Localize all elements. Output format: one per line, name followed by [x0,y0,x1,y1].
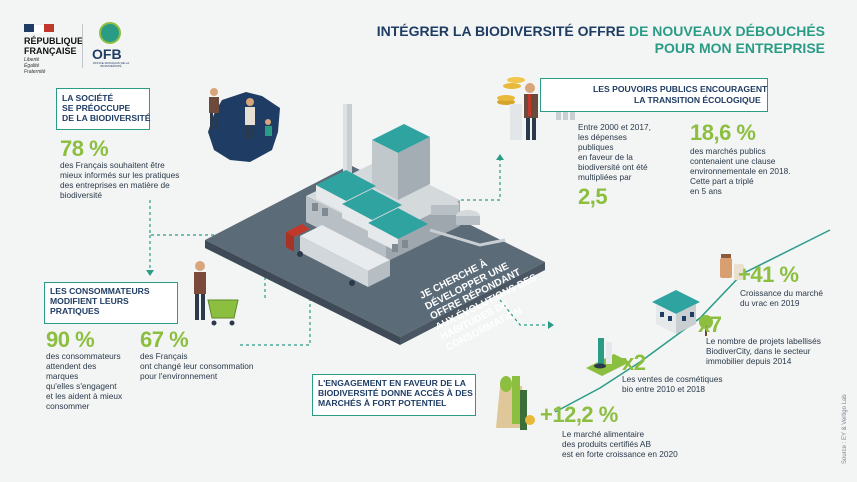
republic-line2: FRANÇAISE [24,46,77,56]
society-text-4: biodiversité [60,190,102,200]
consumers-stat2: 67 % [140,327,189,352]
pp-right-text-1: des marchés publics [690,146,766,156]
page-title-line1: INTÉGRER LA BIODIVERSITÉ OFFRE DE NOUVEA… [377,23,825,39]
house-icon [652,290,713,336]
growth-line [554,229,831,413]
pp-right-text-4: Cette part a triplé [690,176,754,186]
motto-liberte: Liberté [24,57,40,63]
consumers-text2-1: des Français [140,351,188,361]
cosmetics-icon [586,338,630,376]
public-powers-heading-1: LES POUVOIRS PUBLICS ENCOURAGENT [593,84,768,94]
shopper-cart-icon [194,261,239,326]
ofb-logo-text: OFB [92,46,122,62]
motto-fraternite: Fraternité [24,69,46,75]
cosmetics-text-1: Les ventes de cosmétiques [622,374,723,384]
source-note: Source : EY & Vertigo Lab [842,394,848,464]
organic-groceries-icon [496,376,535,430]
consumers-text1-6: consommer [46,401,90,411]
biodivercity-text-2: BiodiverCity, dans le secteur [706,346,811,356]
page-title-line2: POUR MON ENTREPRISE [654,40,825,56]
engagement-heading-3: MARCHÉS À FORT POTENTIEL [318,398,447,408]
biodivercity-stat: x7 [698,312,722,337]
society-stat: 78 % [60,136,109,161]
ofb-subtitle: OFFICE FRANÇAIS DE LA BIODIVERSITÉ [92,61,130,69]
bulk-jars-icon [720,254,744,280]
ab-text-1: Le marché alimentaire [562,429,645,439]
logo-divider [82,24,83,68]
society-text-2: mieux informés sur les pratiques [60,170,180,180]
pp-left-stat: 2,5 [578,184,608,209]
consumers-stat1: 90 % [46,327,95,352]
pp-left-text-2: les dépenses [578,132,627,142]
pp-right-text-2: contenaient une clause [690,156,776,166]
engagement-heading-1: L'ENGAGEMENT EN FAVEUR DE LA [318,378,466,388]
bulk-text-2: du vrac en 2019 [740,298,800,308]
bulk-text-1: Croissance du marché [740,288,824,298]
ab-text-2: des produits certifiés AB [562,439,652,449]
biodivercity-text-3: immobilier depuis 2014 [706,356,792,366]
cosmetics-text-2: bio entre 2010 et 2018 [622,384,706,394]
consumers-text1-3: marques [46,371,79,381]
biodivercity-text-1: Le nombre de projets labellisés [706,336,821,346]
pp-right-stat: 18,6 % [690,120,756,145]
society-text-3: des entreprises en matière de [60,180,170,190]
public-powers-heading-2: LA TRANSITION ÉCOLOGIQUE [634,95,761,105]
ab-stat: +12,2 % [540,402,618,427]
factory-illustration [205,104,545,345]
society-heading-2: SE PRÉOCCUPE [62,103,131,113]
marianne-logo: RÉPUBLIQUE FRANÇAISE Liberté Égalité Fra… [24,24,84,76]
society-text-1: des Français souhaitent être [60,160,165,170]
connector-arrowheads [146,154,554,329]
consumers-heading-3: PRATIQUES [50,306,100,316]
ab-text-3: est en forte croissance en 2020 [562,449,678,459]
pp-left-text-5: biodiversité ont été [578,162,648,172]
consumers-text2-3: pour l'environnement [140,371,218,381]
society-heading-1: LA SOCIÉTÉ [62,93,114,103]
pp-left-text-6: multipliées par [578,172,632,182]
consumers-heading-2: MODIFIENT LEURS [50,296,129,306]
public-powers-heading-box [540,78,768,112]
title-part1: INTÉGRER LA BIODIVERSITÉ OFFRE [376,23,629,39]
consumers-heading-1: LES CONSOMMATEURS [50,286,150,296]
pp-left-text-1: Entre 2000 et 2017, [578,122,651,132]
truck-icon [286,224,390,287]
pp-left-text-4: en faveur de la [578,152,633,162]
pp-right-text-3: environnementale en 2018. [690,166,791,176]
pp-right-text-5: en 5 ans [690,186,722,196]
france-map [208,92,280,162]
title-part2: DE NOUVEAUX DÉBOUCHÉS [628,23,825,39]
consumers-text1-5: et les aident à mieux [46,391,123,401]
motto-egalite: Égalité [24,63,40,69]
consumers-text1-1: des consommateurs [46,351,121,361]
consumers-text1-2: attendent des [46,361,97,371]
pp-left-text-3: publiques [578,142,614,152]
society-heading-box [56,88,150,130]
society-heading-3: DE LA BIODIVERSITÉ [62,113,151,123]
consumers-text2-2: ont changé leur consommation [140,361,254,371]
engagement-heading-box [312,374,476,416]
consumers-text1-4: qu'elles s'engagent [46,381,117,391]
engagement-heading-2: BIODIVERSITÉ DONNE ACCÈS À DES [318,388,473,398]
republic-line1: RÉPUBLIQUE [24,36,84,46]
family-icon [209,88,272,139]
consumers-heading-box [44,282,178,324]
ofb-logo: OFB OFFICE FRANÇAIS DE LA BIODIVERSITÉ [88,22,134,72]
bulk-stat: +41 % [738,262,799,287]
cosmetics-stat: x2 [622,350,646,375]
